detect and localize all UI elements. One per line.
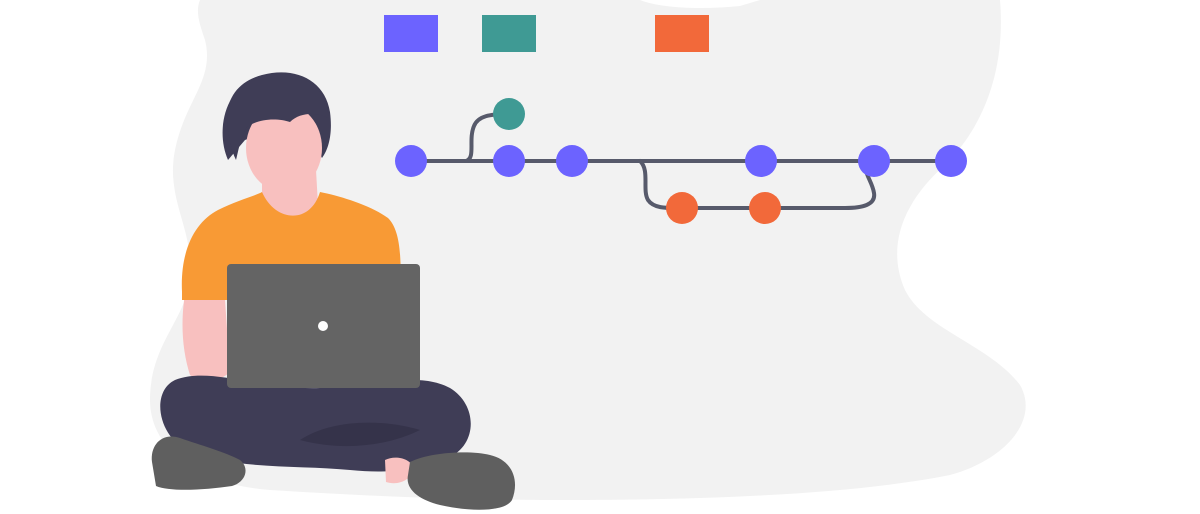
teal-commit bbox=[493, 98, 525, 130]
hair-top bbox=[227, 73, 329, 160]
main-commit bbox=[395, 145, 427, 177]
ankle bbox=[385, 457, 414, 484]
laptop-logo bbox=[318, 321, 328, 331]
main-commit bbox=[493, 145, 525, 177]
main-commit bbox=[858, 145, 890, 177]
pants-shadow bbox=[300, 422, 420, 447]
person-with-laptop-icon bbox=[151, 72, 516, 510]
left-shoe bbox=[151, 436, 246, 490]
main-commit bbox=[935, 145, 967, 177]
git-branch-graph-icon bbox=[395, 98, 967, 224]
main-branch-swatch bbox=[384, 15, 438, 52]
left-arm bbox=[182, 288, 230, 381]
teal-branch-swatch bbox=[482, 15, 536, 52]
blob-top-notch bbox=[640, 0, 760, 8]
orange-commit bbox=[666, 192, 698, 224]
right-shoe bbox=[407, 452, 516, 510]
face bbox=[246, 104, 322, 192]
main-commit bbox=[556, 145, 588, 177]
orange-branch-swatch bbox=[655, 15, 709, 52]
main-commit bbox=[745, 145, 777, 177]
orange-commit bbox=[749, 192, 781, 224]
pants bbox=[160, 375, 471, 472]
